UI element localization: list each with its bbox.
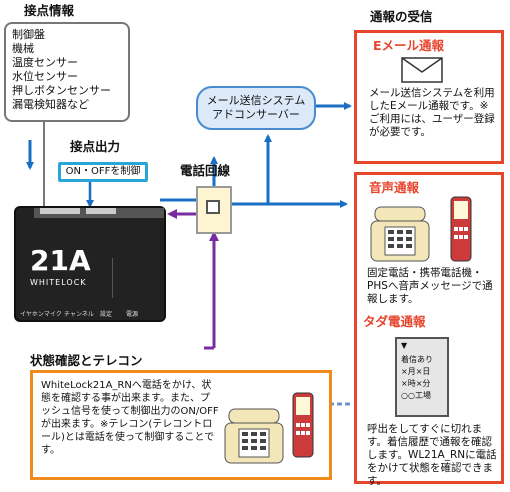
tada-screen: ▼ 着信あり ×月×日 ×時×分 ○○工場	[395, 337, 449, 417]
voice-notify-box: 音声通報 固定電話・携帯電話機・PHSへ音声メッセージで通報します。 タダ電通報…	[354, 172, 504, 487]
device-model: 21A	[30, 244, 91, 277]
contact-item: 温度センサー	[12, 56, 78, 69]
contacts-title: 接点情報	[24, 3, 75, 18]
tada-screen-line: ×時×分	[401, 379, 431, 388]
device-terminal	[40, 208, 80, 214]
contact-output-title: 接点出力	[70, 139, 121, 154]
desk-phone-icon	[370, 206, 430, 262]
email-text: メール送信システムを利用したEメール通報です。※ご利用には、ユーザー登録が必要で…	[369, 87, 495, 138]
voice-text: 固定電話・携帯電話機・PHSへ音声メッセージで通報します。	[367, 267, 493, 305]
status-title: 状態確認とテレコン	[30, 353, 143, 368]
phoneline-to-notify-line	[232, 202, 270, 206]
notify-title: 通報の受信	[370, 9, 433, 24]
phone-line-box	[196, 186, 232, 234]
device-brand: WHITELOCK	[30, 278, 87, 287]
onoff-control-label: ON・OFFを制御	[58, 162, 148, 182]
contact-item: 機械	[12, 42, 34, 55]
voice-title: 音声通報	[369, 180, 420, 195]
status-text: WhiteLock21A_RNへ電話をかけ、状態を確認する事が出来ます。また、プ…	[41, 380, 219, 456]
contact-item: 押しボタンセンサー	[12, 84, 111, 97]
contact-item: 水位センサー	[12, 70, 78, 83]
tada-screen-line: 着信あり	[401, 355, 433, 364]
status-mobile-phone-icon	[292, 392, 314, 458]
envelope-icon	[401, 57, 443, 83]
signal-icon: ▼	[401, 341, 408, 350]
onoff-text: ON・OFFを制御	[65, 166, 141, 177]
tada-title: タダ電通報	[363, 314, 426, 329]
device-panel-label: イヤホンマイク	[20, 311, 62, 318]
status-box: WhiteLock21A_RNへ電話をかけ、状態を確認する事が出来ます。また、プ…	[30, 370, 332, 480]
email-notify-box: Eメール通報 メール送信システムを利用したEメール通報です。※ご利用には、ユーザ…	[354, 30, 504, 164]
phone-line-title: 電話回線	[180, 163, 231, 178]
device-panel-label: 電源	[126, 311, 139, 318]
device-terminal	[86, 208, 116, 214]
device-led-panel	[112, 258, 162, 298]
server-line1: メール送信システム	[206, 94, 306, 107]
mobile-phone-icon	[450, 196, 472, 262]
contact-item: 漏電検知器など	[12, 98, 89, 111]
status-desk-phone-icon	[224, 408, 284, 464]
email-title: Eメール通報	[373, 38, 445, 53]
whitelock-device: 21A WHITELOCK イヤホンマイク チャンネル 設定 電源	[14, 206, 166, 322]
contacts-box: 制御盤 機械 温度センサー 水位センサー 押しボタンセンサー 漏電検知器など	[4, 22, 130, 122]
phone-line-jack	[206, 200, 220, 214]
tada-screen-line: ○○工場	[401, 391, 431, 400]
tada-text: 呼出をしてすぐに切れます。着信履歴で通報を確認します。WL21A_RNに電話をか…	[367, 423, 497, 487]
device-panel-label: 設定	[100, 311, 113, 318]
tada-screen-line: ×月×日	[401, 367, 431, 376]
mail-server-cloud: メール送信システム アドコンサーバー	[196, 86, 316, 130]
server-line2: アドコンサーバー	[212, 108, 300, 121]
contact-item: 制御盤	[12, 28, 45, 41]
device-panel-label: チャンネル	[64, 311, 94, 318]
